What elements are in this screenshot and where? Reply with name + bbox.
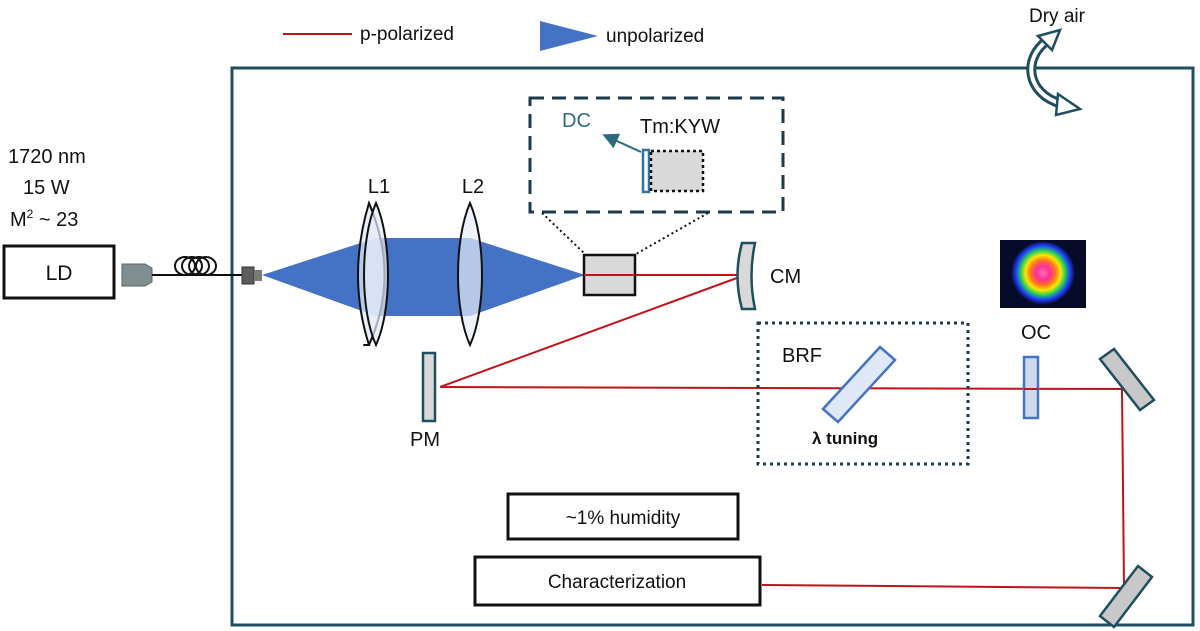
source-specs: 1720 nm 15 W M2 ~ 23 (8, 146, 86, 231)
enclosure-frame (230, 66, 1195, 627)
characterization-label: Characterization (548, 572, 686, 593)
laser-diode-label: LD (46, 262, 73, 285)
plane-mirror (421, 351, 437, 423)
dichroic-coating-label: DC (562, 110, 591, 132)
dry-air-label: Dry air (1029, 6, 1086, 27)
output-coupler (1022, 355, 1040, 420)
inset-dichroic-coating (641, 148, 651, 194)
dry-air-arrow-inner (1029, 38, 1064, 106)
legend-unpolarized-label: unpolarized (606, 26, 704, 47)
birefringent-filter (821, 345, 897, 424)
dichroic-arrow (602, 133, 642, 153)
output-coupler-label: OC (1021, 322, 1051, 344)
source-power: 15 W (23, 177, 70, 199)
zoom-line-right (635, 212, 709, 255)
pump-beam (262, 238, 585, 316)
lens-l2-label: L2 (462, 176, 484, 198)
lens-l1-label: L1 (368, 176, 390, 198)
zoom-line-left (541, 212, 586, 255)
folding-mirror-bottom (1098, 564, 1154, 629)
curved-mirror (736, 241, 757, 311)
humidity-label: ~1% humidity (566, 508, 681, 529)
curved-mirror-label: CM (770, 266, 801, 288)
brf-box (756, 321, 970, 466)
lens-l1-outline (363, 200, 389, 348)
fiber (152, 256, 244, 276)
folding-mirror-top (1098, 347, 1156, 412)
fiber-connector-right (241, 266, 255, 285)
source-wavelength: 1720 nm (8, 146, 86, 168)
plane-mirror-label: PM (410, 429, 440, 451)
fiber-tip (254, 270, 262, 281)
lens-l2-outline (457, 200, 483, 348)
brf-label: BRF (782, 345, 822, 367)
inset-crystal (649, 149, 705, 193)
crystal-label: Tm:KYW (640, 116, 720, 138)
legend-unpolarized-swatch (540, 21, 598, 51)
humidity-box (506, 492, 740, 541)
legend-p-polarized-label: p-polarized (360, 24, 454, 45)
fiber-connector-left (121, 263, 153, 287)
tuning-label: λ tuning (812, 429, 878, 448)
laser-diode-box (2, 244, 116, 300)
dry-air-tail-icon (1035, 28, 1063, 53)
source-beam-quality: M2 ~ 23 (10, 207, 78, 231)
beam-profile-image (1011, 242, 1075, 306)
characterization-box (473, 555, 762, 607)
legend: p-polarized unpolarized (283, 21, 704, 51)
dry-air-arrowhead-icon (1054, 91, 1084, 117)
